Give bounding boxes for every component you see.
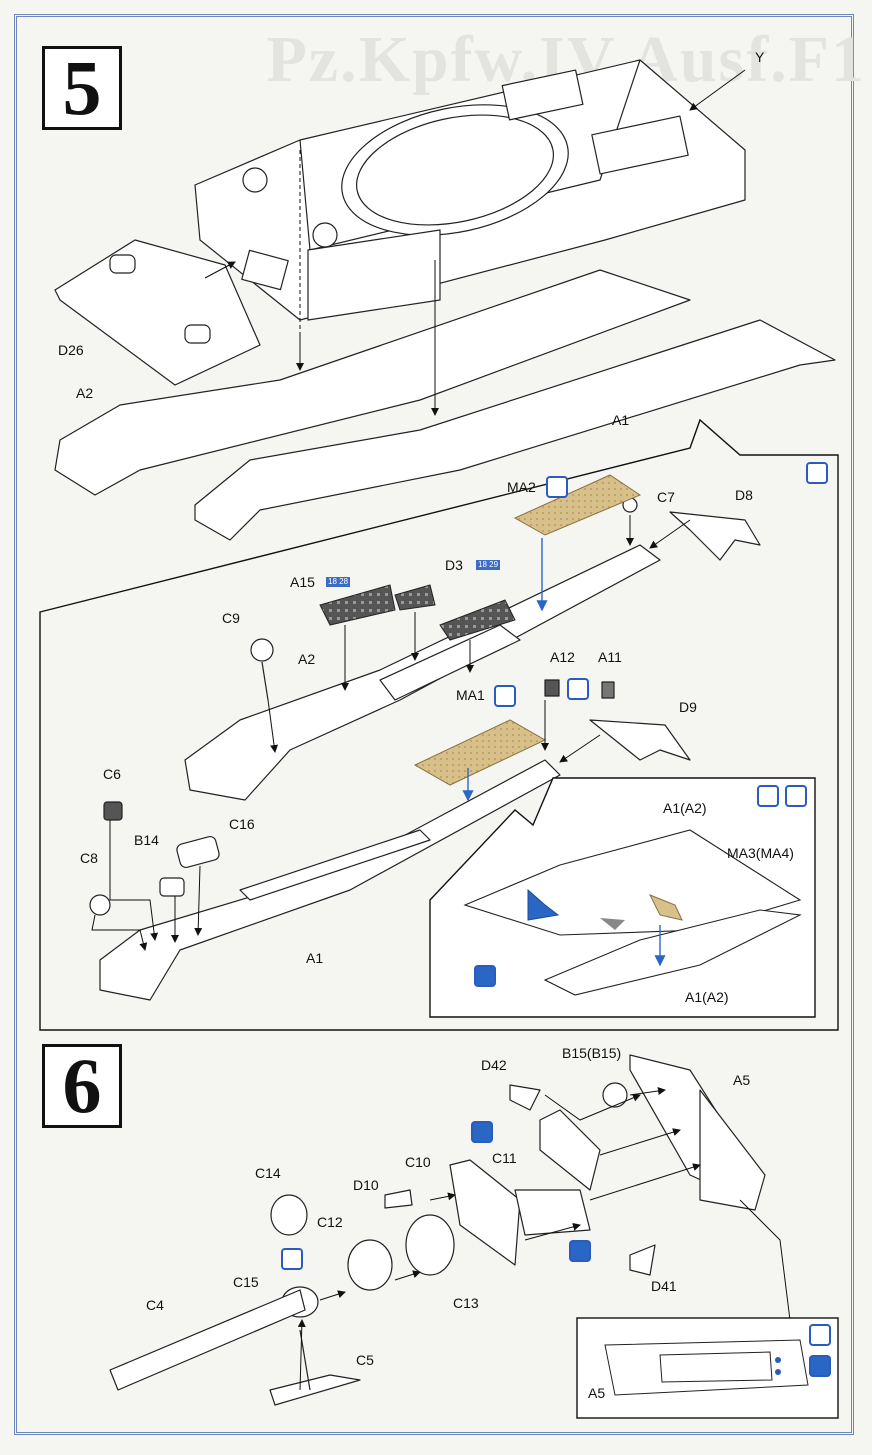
part-label-b15: B15(B15) [562,1045,622,1061]
glue-icon [809,1324,831,1346]
rotate-icon [546,476,568,498]
part-label-c8: C8 [80,850,98,866]
part-label-ma3: MA3(MA4) [727,845,794,861]
part-label-d9: D9 [679,699,697,715]
page-frame [14,14,854,1435]
part-label-a15: A15 [290,574,315,590]
bend-icon [474,965,496,987]
part-label-c14: C14 [255,1165,281,1181]
rotate-icon [785,785,807,807]
ref-badge-d3: 18 29 [476,560,501,570]
part-label-c5: C5 [356,1352,374,1368]
paint-icon [757,785,779,807]
part-label-d26: D26 [58,342,84,358]
step-5-number: 5 [42,44,122,131]
rotate-icon [494,685,516,707]
part-label-a1-detail: A1 [306,950,324,966]
part-label-a1: A1 [612,412,630,428]
ref-badge-a15: 18 28 [326,577,351,587]
part-label-c16: C16 [229,816,255,832]
part-label-a2-detail: A2 [298,651,316,667]
part-label-c4: C4 [146,1297,164,1313]
rotate-icon [281,1248,303,1270]
part-label-a2: A2 [76,385,94,401]
part-label-c7: C7 [657,489,675,505]
part-label-a5: A5 [733,1072,751,1088]
part-label-y: Y [755,49,765,65]
part-label-c9: C9 [222,610,240,626]
part-label-d41: D41 [651,1278,677,1294]
part-label-d8: D8 [735,487,753,503]
part-label-a5-inset: A5 [588,1385,606,1401]
part-label-c15: C15 [233,1274,259,1290]
part-label-c13: C13 [453,1295,479,1311]
part-label-a11: A11 [598,649,622,665]
part-label-d10: D10 [353,1177,379,1193]
glue-icon [806,462,828,484]
part-label-c10: C10 [405,1154,431,1170]
part-label-c6: C6 [103,766,121,782]
rotate-icon [567,678,589,700]
drill-icon [809,1355,831,1377]
part-label-d3: D3 [445,557,463,573]
remove-icon [471,1121,493,1143]
part-label-b14: B14 [134,832,159,848]
step-6-number: 6 [42,1042,122,1129]
part-label-a12: A12 [550,649,575,665]
part-label-c11: C11 [492,1150,517,1166]
part-label-ma2: MA2 [507,479,536,495]
part-label-c12: C12 [317,1214,343,1230]
part-label-a1a2-bottom: A1(A2) [685,989,729,1005]
part-label-a1a2-top: A1(A2) [663,800,707,816]
part-label-d42: D42 [481,1057,507,1073]
remove-icon [569,1240,591,1262]
part-label-ma1: MA1 [456,687,485,703]
